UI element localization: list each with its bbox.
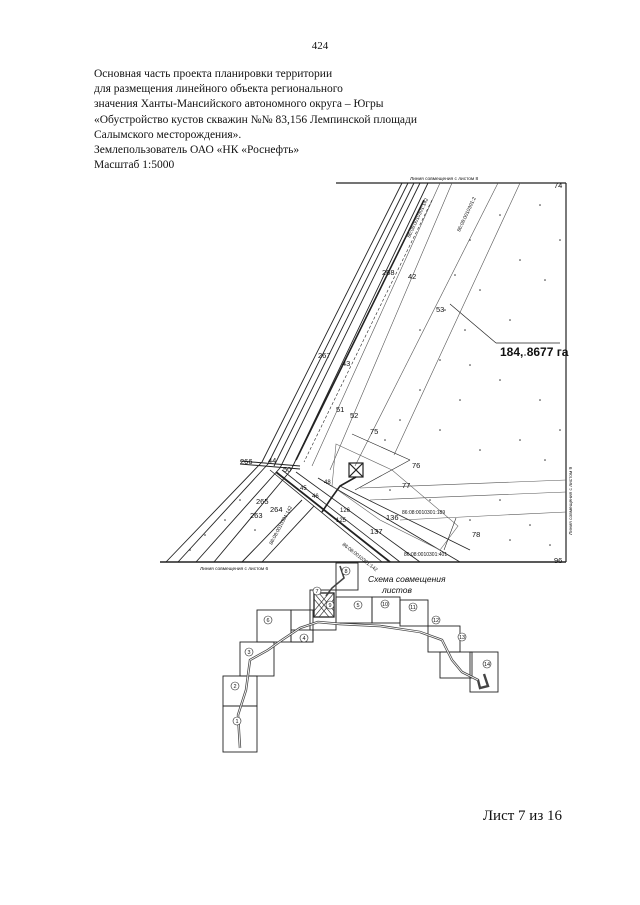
sheet-number: Лист 7 из 16 <box>482 808 562 824</box>
header-line: для размещения линейного объекта региона… <box>94 83 343 96</box>
header-line: Землепользователь ОАО «НК «Роснефть» <box>94 144 300 157</box>
scheme-title: Схема совмещения <box>368 574 446 584</box>
svg-text:4: 4 <box>302 636 305 642</box>
svg-text:12: 12 <box>433 618 439 624</box>
sheet-marker: 3 <box>244 647 254 657</box>
sheet-marker: 10 <box>380 599 390 609</box>
point-label: 137 <box>370 527 383 536</box>
point-label: 75 <box>370 427 378 436</box>
point-label: 268 <box>382 268 395 277</box>
point-label: 45 <box>300 486 307 492</box>
header-line: Основная часть проекта планировки террит… <box>94 68 333 80</box>
sheet-marker: 6 <box>263 615 273 625</box>
area-label: 184, 8677 га <box>500 345 569 359</box>
point-label: 53 <box>436 305 444 314</box>
point-label: 136 <box>386 513 399 522</box>
sheet-marker: 11 <box>408 602 418 612</box>
match-line-top-label: Линия совмещения с листом 8 <box>410 176 479 182</box>
sheet-marker: 1 <box>232 716 242 726</box>
header-line: значения Ханты-Мансийского автономного о… <box>94 98 384 111</box>
point-label: 42 <box>408 272 416 281</box>
cadastral-label: 86:08:0010301:2 <box>456 196 477 233</box>
sheet-marker: 7 <box>312 586 322 596</box>
sheet-marker: 9 <box>325 600 335 610</box>
point-label: 50 <box>283 465 291 474</box>
point-label: 266 <box>240 457 253 466</box>
point-label: 125 <box>336 518 347 524</box>
svg-text:3: 3 <box>247 650 250 656</box>
sheet-scheme: Схема совмещения листов 1 2 3 4 5 6 7 8 … <box>222 562 499 753</box>
svg-text:8: 8 <box>344 569 347 575</box>
svg-text:13: 13 <box>459 635 465 641</box>
match-line-bottom-label: Линия совмещения с листом 6 <box>200 566 269 572</box>
map-labels: Линия совмещения с листом 8 Линия совмещ… <box>200 176 574 573</box>
document-header: Основная часть проекта планировки террит… <box>94 67 454 173</box>
cadastral-label: 86:08:0010301:401 <box>404 552 447 558</box>
svg-text:11: 11 <box>410 605 416 611</box>
sheet-marker: 5 <box>353 600 363 610</box>
point-label: 76 <box>412 461 420 470</box>
sheet-marker: 4 <box>299 633 309 643</box>
point-label: 263 <box>250 511 263 520</box>
point-label: 264 <box>270 505 283 514</box>
cadastral-label: 86:08:0010301:189 <box>402 510 445 516</box>
point-label: 51 <box>336 405 344 414</box>
page-number: 424 <box>311 40 329 52</box>
svg-text:6: 6 <box>266 618 269 624</box>
svg-text:1: 1 <box>235 719 238 725</box>
point-label: 74 <box>554 181 562 190</box>
header-line: «Обустройство кустов скважин №№ 83,156 Л… <box>94 113 418 126</box>
svg-text:9: 9 <box>328 603 331 609</box>
match-line-right-label: Линия совмещения с листом 9 <box>568 466 574 535</box>
vegetation-dots <box>189 204 561 551</box>
point-label: 46 <box>312 494 319 500</box>
svg-text:7: 7 <box>315 589 318 595</box>
sheet-marker: 14 <box>482 659 492 669</box>
sheet-marker: 13 <box>457 632 467 642</box>
header-line-scale: Масштаб 1:5000 <box>94 159 175 172</box>
point-label: 52 <box>350 411 358 420</box>
sheet-marker: 2 <box>230 681 240 691</box>
map-sheet <box>160 182 567 563</box>
point-label: 265 <box>256 497 269 506</box>
sheet-marker: 8 <box>341 566 351 576</box>
svg-text:2: 2 <box>233 684 236 690</box>
point-label: 126 <box>340 508 351 514</box>
svg-text:14: 14 <box>484 662 490 668</box>
point-label: 44 <box>268 456 276 465</box>
point-label: 48 <box>324 480 331 486</box>
point-label: 77 <box>402 481 410 490</box>
point-label: 96 <box>554 556 562 565</box>
point-label: 78 <box>472 530 480 539</box>
svg-text:5: 5 <box>356 603 359 609</box>
point-label: 43 <box>342 359 350 368</box>
point-label: 267 <box>318 351 331 360</box>
sheet-marker: 12 <box>431 615 441 625</box>
svg-text:10: 10 <box>382 602 388 608</box>
scheme-title: листов <box>381 585 412 595</box>
header-line: Салымского месторождения». <box>94 128 242 141</box>
